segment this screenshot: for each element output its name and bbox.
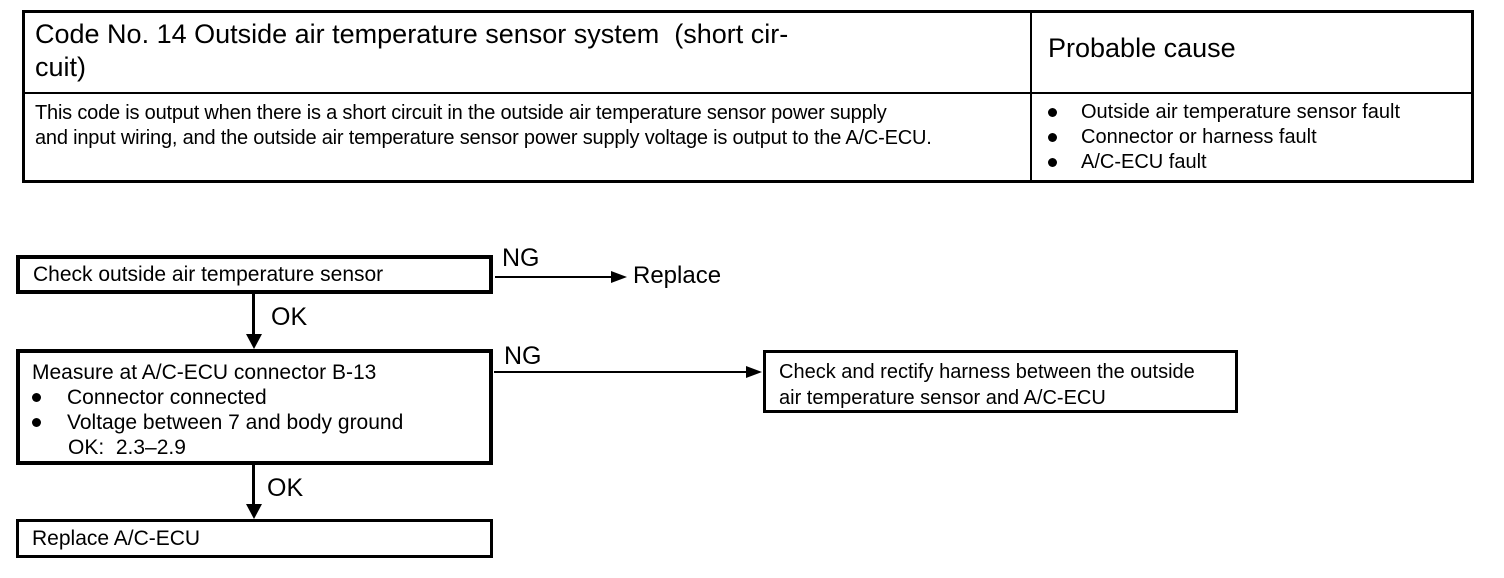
cause-item: Connector or harness fault (1048, 125, 1471, 150)
bullet-icon (1048, 133, 1057, 142)
step1-ok-arrow-icon (246, 334, 262, 349)
step1-ng-result: Replace (633, 262, 722, 289)
code-title: Code No. 14 Outside air temperature sens… (25, 13, 1032, 94)
step1-ok-line (252, 294, 255, 336)
bullet-icon (1048, 108, 1057, 117)
step1-ng-arrow-icon (611, 271, 627, 283)
bullet-icon (32, 418, 41, 427)
step2-bullet-item: Connector connected (32, 385, 489, 410)
step1-label: Check outside air temperature sensor (33, 262, 384, 286)
probable-cause-header: Probable cause (1032, 13, 1471, 94)
step3-label: Replace A/C-ECU (32, 526, 201, 550)
step2-bullet-text: Connector connected (67, 386, 267, 409)
diagnostic-code-table: Code No. 14 Outside air temperature sens… (22, 10, 1474, 183)
probable-cause-list: Outside air temperature sensor fault Con… (1032, 94, 1471, 180)
cause-item: Outside air temperature sensor fault (1048, 100, 1471, 125)
step2-title: Measure at A/C-ECU connector B-13 (32, 361, 377, 384)
code-description: This code is output when there is a shor… (25, 94, 1032, 180)
step2-ok-arrow-icon (246, 504, 262, 519)
step1-check-sensor-box: Check outside air temperature sensor (16, 255, 493, 294)
bullet-icon (1048, 158, 1057, 167)
step2-measure-box: Measure at A/C-ECU connector B-13 Connec… (16, 349, 493, 465)
step1-ng-label: NG (502, 244, 540, 272)
step2-bullet-text: Voltage between 7 and body ground (67, 411, 404, 434)
step2-bullet-item: Voltage between 7 and body ground (32, 410, 489, 435)
step2-ng-arrow-icon (746, 366, 762, 378)
cause-text: A/C-ECU fault (1081, 151, 1207, 173)
step1-ng-line (495, 276, 611, 278)
step2-ok-condition: OK: 2.3–2.9 (68, 436, 186, 459)
step2-ok-label: OK (267, 474, 304, 502)
step2-ng-line (494, 371, 746, 373)
bullet-icon (32, 393, 41, 402)
step2-ng-label: NG (504, 342, 542, 370)
harness-check-box: Check and rectify harness between the ou… (763, 350, 1238, 413)
cause-text: Outside air temperature sensor fault (1081, 101, 1401, 123)
step1-ok-label: OK (271, 303, 308, 331)
cause-text: Connector or harness fault (1081, 126, 1317, 148)
cause-item: A/C-ECU fault (1048, 150, 1471, 175)
step3-replace-ecu-box: Replace A/C-ECU (16, 519, 493, 558)
step2-ok-line (252, 465, 255, 507)
